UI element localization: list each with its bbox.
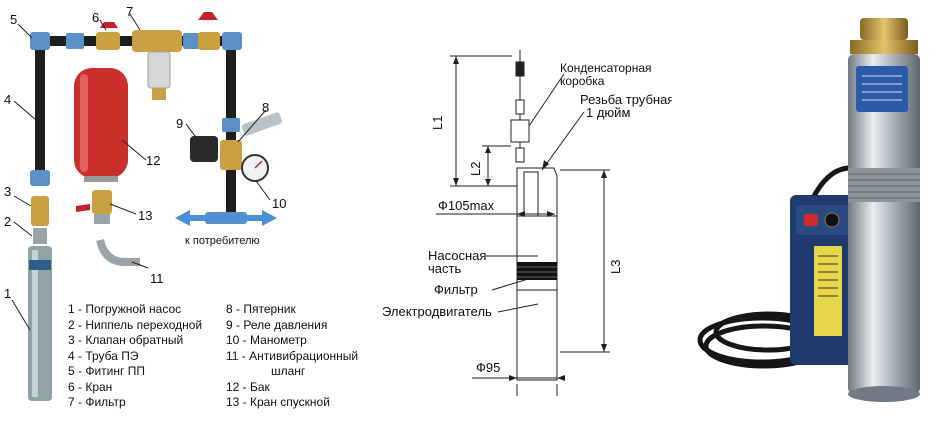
consumer-label: к потребителю	[185, 235, 260, 247]
check-valve	[31, 196, 49, 226]
legend-column-2: 8 - Пятерник 9 - Реле давления 10 - Мано…	[226, 302, 358, 411]
corner-fitting-left	[30, 32, 50, 50]
legend-item: 10 - Манометр	[226, 333, 307, 347]
callout-5: 5	[10, 12, 17, 27]
diameter-body-label: Ф95	[476, 360, 500, 375]
intake-screen	[848, 168, 920, 202]
five-way-fitting	[220, 140, 242, 170]
callout-11: 11	[150, 271, 164, 286]
reset-button-icon	[824, 212, 840, 228]
pp-fitting	[30, 170, 50, 186]
pump-stainless-body	[848, 54, 920, 394]
warning-label	[814, 246, 842, 336]
dimension-drawing-svg: Конденсаторная коробка Резьба трубная 1 …	[382, 50, 674, 396]
callout-12: 12	[146, 153, 160, 168]
fitting-top-2	[183, 33, 199, 49]
pump-nameplate	[856, 66, 908, 112]
valve-handle-6	[100, 22, 118, 28]
dimension-drawing: Конденсаторная коробка Резьба трубная 1 …	[372, 0, 674, 417]
legend-item: 1 - Погружной насос	[68, 302, 182, 316]
dimension-l3: L3	[608, 260, 623, 274]
thread-label-line2: 1 дюйм	[586, 105, 630, 120]
legend-item: 2 - Ниппель переходной	[68, 317, 203, 332]
installation-scheme: 1 2 3 4 5 6 7 8 9 10 11 12 13 к потребит…	[0, 0, 372, 417]
ball-valve-2	[198, 32, 220, 50]
pump-photo	[672, 0, 945, 417]
filter-bowl	[147, 51, 171, 89]
legend-item: 3 - Клапан обратный	[68, 333, 184, 347]
dimension-l1: L1	[430, 116, 445, 130]
legend-item: 9 - Реле давления	[226, 317, 328, 332]
legend-column-1: 1 - Погружной насос 2 - Ниппель переходн…	[68, 302, 202, 411]
leader-lines	[11, 13, 271, 331]
capacitor-box-label-line1: Конденсаторная	[560, 61, 652, 75]
pressure-switch	[190, 136, 218, 162]
legend-item: 5 - Фитинг ПП	[68, 364, 145, 378]
corner-fitting-right	[222, 32, 242, 50]
dimension-l2: L2	[468, 162, 483, 176]
legend-item: 8 - Пятерник	[226, 302, 296, 316]
adapter-nipple	[33, 228, 47, 244]
filter-label: Фильтр	[434, 282, 478, 297]
callout-3: 3	[4, 184, 11, 199]
legend-item: 7 - Фильтр	[68, 395, 126, 409]
legend-item: 13 - Кран спускной	[226, 395, 330, 409]
callout-8: 8	[262, 100, 269, 115]
legend-item: 6 - Кран	[68, 379, 113, 394]
legend-item: шланг	[271, 364, 306, 378]
diameter-max-label: Ф105max	[438, 198, 495, 213]
pump-part-label-line2: часть	[428, 261, 461, 276]
fitting-right	[222, 118, 240, 132]
drain-valve	[92, 190, 112, 214]
filter-body	[132, 30, 182, 52]
brass-outlet	[860, 18, 908, 40]
legend-item: 12 - Бак	[226, 379, 270, 394]
valve-handle-7	[198, 12, 218, 20]
callout-2: 2	[4, 214, 11, 229]
callout-6: 6	[92, 10, 99, 25]
fitting-top-1	[66, 33, 84, 49]
pump-part-label-line1: Насосная	[428, 248, 486, 263]
pump-photo-illustration	[697, 18, 920, 402]
legend-item: 4 - Труба ПЭ	[68, 348, 139, 363]
capacitor-box	[510, 119, 530, 143]
motor-label: Электродвигатель	[382, 304, 492, 319]
ball-valve	[96, 32, 120, 50]
pe-pipe-vertical	[35, 40, 45, 180]
arrow-left-icon	[175, 210, 190, 226]
callout-13: 13	[138, 208, 152, 223]
anti-vibration-hose-connection	[241, 112, 283, 136]
callout-1: 1	[4, 286, 11, 301]
callout-10: 10	[272, 196, 286, 211]
callout-4: 4	[4, 92, 11, 107]
legend-item: 11 - Антивибрационный	[226, 348, 359, 363]
callout-7: 7	[126, 4, 133, 19]
capacitor-box-label-line2: коробка	[560, 74, 605, 88]
anti-vibration-hose	[96, 238, 140, 266]
installation-illustration: 1 2 3 4 5 6 7 8 9 10 11 12 13 к потребит…	[4, 4, 286, 401]
thread-label-line1: Резьба трубная	[580, 92, 672, 107]
power-switch-icon	[804, 214, 818, 226]
callout-9: 9	[176, 116, 183, 131]
arrow-right-icon	[262, 210, 277, 226]
